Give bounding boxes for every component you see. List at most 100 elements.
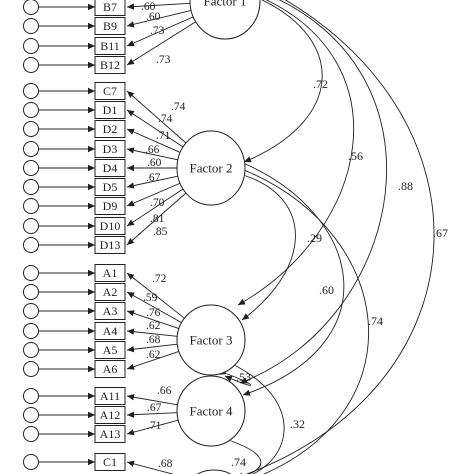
item-label-a4: A4 <box>103 324 118 338</box>
item-box-c1 <box>94 453 126 471</box>
loading-value-a6: .62 <box>146 349 161 361</box>
item-box-a12 <box>94 406 126 424</box>
error-term-a1 <box>23 265 39 281</box>
loading-arrow-d5 <box>126 175 178 189</box>
error-term-d9 <box>23 198 39 214</box>
item-label-a11: A11 <box>100 389 120 403</box>
correlation-value-f1-f2: .72 <box>313 77 328 91</box>
error-term-a11 <box>23 388 39 404</box>
loading-value-b12: .73 <box>156 54 171 66</box>
loading-arrow-a3 <box>126 310 180 330</box>
item-label-d13: D13 <box>100 238 121 252</box>
correlation-arrow-f1-f3 <box>237 0 354 306</box>
item-box-a11 <box>94 387 126 405</box>
error-term-d13 <box>23 237 39 253</box>
item-label-b9: B9 <box>103 19 117 33</box>
item-label-d10: D10 <box>100 219 121 233</box>
loading-value-a11: .66 <box>157 385 172 397</box>
error-term-b12 <box>23 57 39 73</box>
item-box-a5 <box>94 341 126 359</box>
error-term-d5 <box>23 179 39 195</box>
loading-arrow-a12 <box>126 411 178 418</box>
correlation-value-f1-f4: .88 <box>398 179 413 193</box>
loading-arrow-b12 <box>126 21 196 66</box>
loading-value-a1: .72 <box>152 273 167 285</box>
item-box-c7 <box>94 82 126 100</box>
item-box-b7 <box>94 0 126 16</box>
item-box-d3 <box>94 140 126 158</box>
error-term-a12 <box>23 407 39 423</box>
error-term-d10 <box>23 218 39 234</box>
item-box-d2 <box>94 120 126 138</box>
item-box-d4 <box>94 159 126 177</box>
item-box-d9 <box>94 197 126 215</box>
item-label-c7: C7 <box>103 84 117 98</box>
loading-arrow-c1 <box>126 460 175 474</box>
correlation-value-f1-f3: .56 <box>348 149 363 163</box>
item-label-d2: D2 <box>103 122 118 136</box>
loading-value-d13: .85 <box>153 226 168 238</box>
item-label-b7: B7 <box>103 0 117 14</box>
factor-ellipse-f2 <box>176 130 246 206</box>
error-term-d4 <box>23 160 39 176</box>
loading-value-b9: .60 <box>146 11 161 23</box>
factor-label-f4: Factor 4 <box>190 404 233 419</box>
correlation-arrow-f4-f5 <box>223 435 262 474</box>
loading-arrow-a4 <box>126 328 178 337</box>
item-label-a6: A6 <box>103 362 118 376</box>
correlation-arrow-f2-f5 <box>236 164 369 474</box>
error-term-a6 <box>23 361 39 377</box>
error-term-c1 <box>23 454 39 470</box>
correlation-value-f1-f5: .67 <box>433 226 448 240</box>
item-label-c1: C1 <box>103 455 117 469</box>
item-box-b11 <box>94 37 126 55</box>
loading-arrow-d9 <box>126 182 181 207</box>
loading-value-d5: .67 <box>146 172 161 184</box>
error-term-d2 <box>23 121 39 137</box>
loading-arrow-d13 <box>126 192 187 246</box>
error-term-b11 <box>23 38 39 54</box>
loading-arrow-b11 <box>126 16 194 47</box>
item-box-d5 <box>94 178 126 196</box>
error-term-d1 <box>23 102 39 118</box>
correlation-arrow-f1-f5 <box>236 0 435 474</box>
loading-value-d4: .60 <box>147 157 162 169</box>
loading-value-a2: .59 <box>143 292 158 304</box>
factor-label-f2: Factor 2 <box>190 161 233 176</box>
error-term-a13 <box>23 426 39 442</box>
item-label-d5: D5 <box>103 180 118 194</box>
item-label-a13: A13 <box>100 427 121 441</box>
correlation-value-f4-f5: .74 <box>231 455 246 469</box>
loading-arrow-a2 <box>126 291 182 324</box>
factor-ellipse-f1 <box>189 0 261 40</box>
item-label-a2: A2 <box>103 285 118 299</box>
correlation-value-f2-f3: .29 <box>307 231 322 245</box>
item-label-d3: D3 <box>103 142 118 156</box>
loading-arrow-d1 <box>126 109 184 148</box>
item-box-d1 <box>94 101 126 119</box>
item-label-a1: A1 <box>103 266 118 280</box>
item-box-a2 <box>94 283 126 301</box>
correlation-value-f3-f4: .53 <box>236 370 251 384</box>
correlation-value-f3-f5: .32 <box>290 417 305 431</box>
loading-value-a12: .67 <box>147 402 162 414</box>
loading-arrow-c7 <box>126 90 187 144</box>
factor-ellipse-f5 <box>196 469 232 474</box>
loading-arrow-a1 <box>126 272 185 319</box>
error-term-a2 <box>23 284 39 300</box>
loading-arrow-b9 <box>126 9 192 28</box>
item-box-b12 <box>94 56 126 74</box>
loading-value-c1: .68 <box>158 458 173 470</box>
correlation-arrow-f1-f4 <box>239 0 387 384</box>
item-label-b12: B12 <box>100 58 120 72</box>
correlation-arrow-f2-f3 <box>238 170 296 321</box>
item-label-a12: A12 <box>100 408 121 422</box>
correlation-value-f2-f5: .74 <box>368 314 383 328</box>
error-term-a4 <box>23 323 39 339</box>
loading-arrow-d2 <box>126 128 181 153</box>
error-term-b7 <box>23 0 39 15</box>
item-label-a5: A5 <box>103 343 118 357</box>
item-box-b9 <box>94 17 126 35</box>
loading-value-b7: .60 <box>141 1 156 13</box>
